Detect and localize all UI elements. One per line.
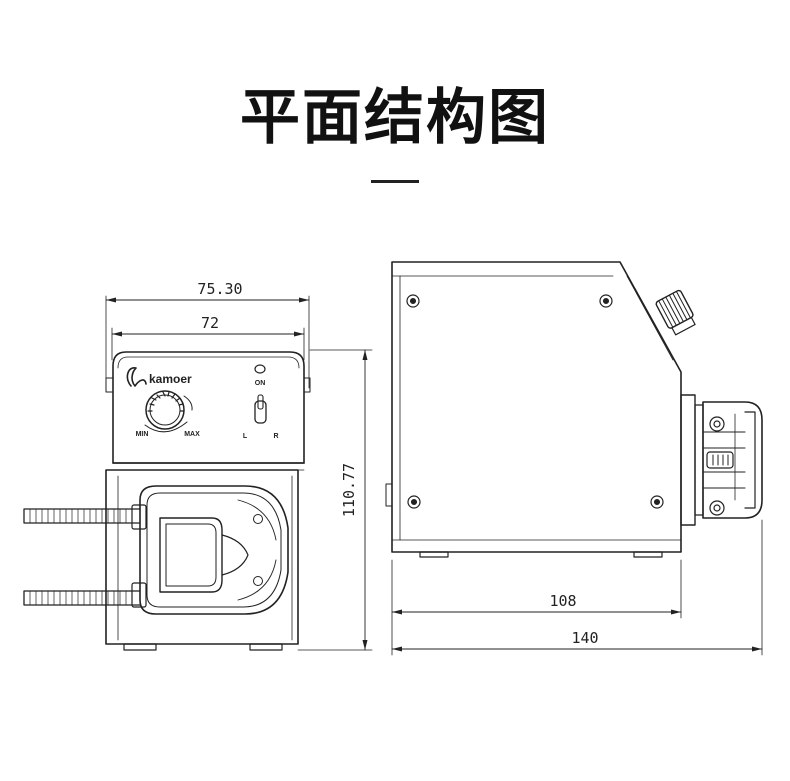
dimension-total-depth: 140 <box>391 519 763 656</box>
dim-height-label: 110.77 <box>340 463 358 517</box>
dimension-height: 110.77 <box>297 349 373 651</box>
switch-right-label: R <box>273 433 278 440</box>
front-view: 75.30 72 110.77 kamoer <box>23 280 373 651</box>
pump-tubing <box>23 508 141 606</box>
dim-body-width-label: 72 <box>201 314 219 332</box>
screws <box>406 294 664 509</box>
indicator-label: ON <box>255 380 266 387</box>
dim-total-depth-label: 140 <box>571 629 598 647</box>
side-knob <box>655 289 696 336</box>
knob-min-label: MIN <box>136 431 149 438</box>
knob-max-label: MAX <box>184 431 200 438</box>
brand-logo-text: kamoer <box>149 372 192 386</box>
dimension-overall-width: 75.30 <box>105 280 310 389</box>
dim-body-depth-label: 108 <box>549 592 576 610</box>
dimension-body-width: 72 <box>111 314 305 361</box>
speed-knob: MIN MAX <box>136 390 200 438</box>
switch-left-label: L <box>243 433 248 440</box>
title-underline <box>371 180 419 183</box>
side-view: 108 140 <box>385 261 763 656</box>
dimension-body-depth: 108 <box>391 559 682 619</box>
pump-head-side <box>680 394 763 526</box>
page-title: 平面结构图 <box>240 83 550 153</box>
brand-logo: kamoer <box>126 367 192 387</box>
pump-head <box>131 485 289 615</box>
dim-overall-width-label: 75.30 <box>197 280 242 298</box>
power-indicator: ON <box>254 364 266 387</box>
direction-switch: L R <box>243 394 279 440</box>
